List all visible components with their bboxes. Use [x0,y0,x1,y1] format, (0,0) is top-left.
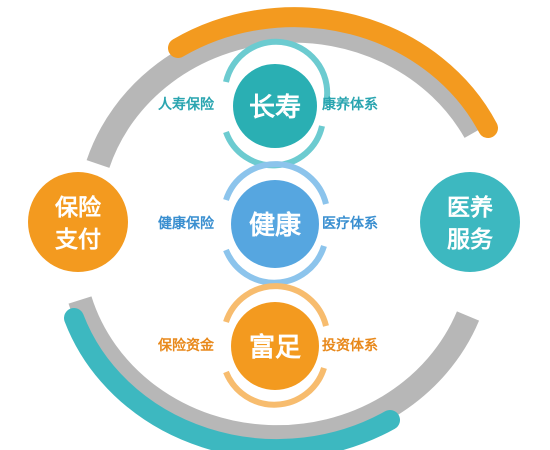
right-node-circle [420,172,520,272]
health-insurance-label: 健康保险 [158,215,215,232]
outer-ring-teal-arc [64,308,400,450]
row-wealth: 富足 保险资金 投资体系 [157,283,378,408]
left-node: 保险 支付 [28,172,128,272]
right-node-line2: 服务 [447,227,494,253]
row-longevity: 长寿 人寿保险 康养体系 [158,38,378,169]
right-node-line1: 医养 [447,194,493,221]
wellness-system-label: 康养体系 [322,96,378,113]
outer-ring-orange-arc [168,7,498,138]
life-insurance-label: 人寿保险 [158,96,215,113]
longevity-label: 长寿 [249,93,301,123]
left-node-line1: 保险 [54,194,102,221]
row-health: 健康 健康保险 医疗体系 [158,161,378,286]
health-ring-arc [223,161,329,205]
right-node: 医养 服务 [420,172,520,272]
insurance-funds-label: 保险资金 [157,337,215,354]
left-node-circle [28,172,128,272]
wealth-ring-arc-lower [223,367,327,408]
outer-ring-gray-bottom [68,296,480,450]
health-ring-arc-lower [223,245,327,286]
outer-ring-gray-top [86,18,486,168]
longevity-circle [233,64,317,148]
wealth-circle [231,302,319,390]
health-circle [231,180,319,268]
longevity-ring-arc [223,38,331,105]
wealth-label: 富足 [249,332,301,363]
health-label: 健康 [249,210,302,241]
wealth-ring-arc [223,283,329,327]
left-node-line2: 支付 [54,227,101,253]
investment-system-label: 投资体系 [322,337,378,354]
medical-system-label: 医疗体系 [322,215,378,232]
